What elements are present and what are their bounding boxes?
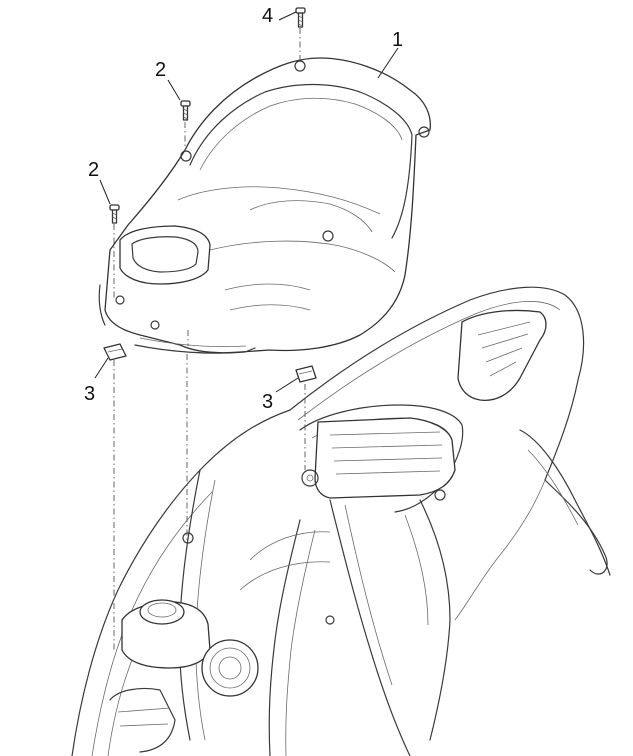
callout-4: 4 — [262, 5, 274, 27]
callout-2-upper: 2 — [155, 59, 167, 81]
fasteners — [103, 7, 317, 383]
callout-leaders — [94, 11, 399, 393]
callout-3-left: 3 — [84, 383, 96, 405]
screw-2-lower — [109, 204, 120, 224]
callout-2-lower: 2 — [88, 159, 100, 181]
clip-3-left — [103, 343, 127, 361]
screw-2-upper — [180, 100, 191, 121]
screw-4 — [295, 7, 306, 28]
assembly-guide-lines — [113, 28, 306, 650]
scooter-body — [71, 286, 611, 756]
clip-3-right — [295, 365, 317, 383]
callout-3-right: 3 — [262, 391, 274, 413]
callout-1: 1 — [392, 29, 404, 51]
helmet-compartment — [98, 57, 431, 354]
